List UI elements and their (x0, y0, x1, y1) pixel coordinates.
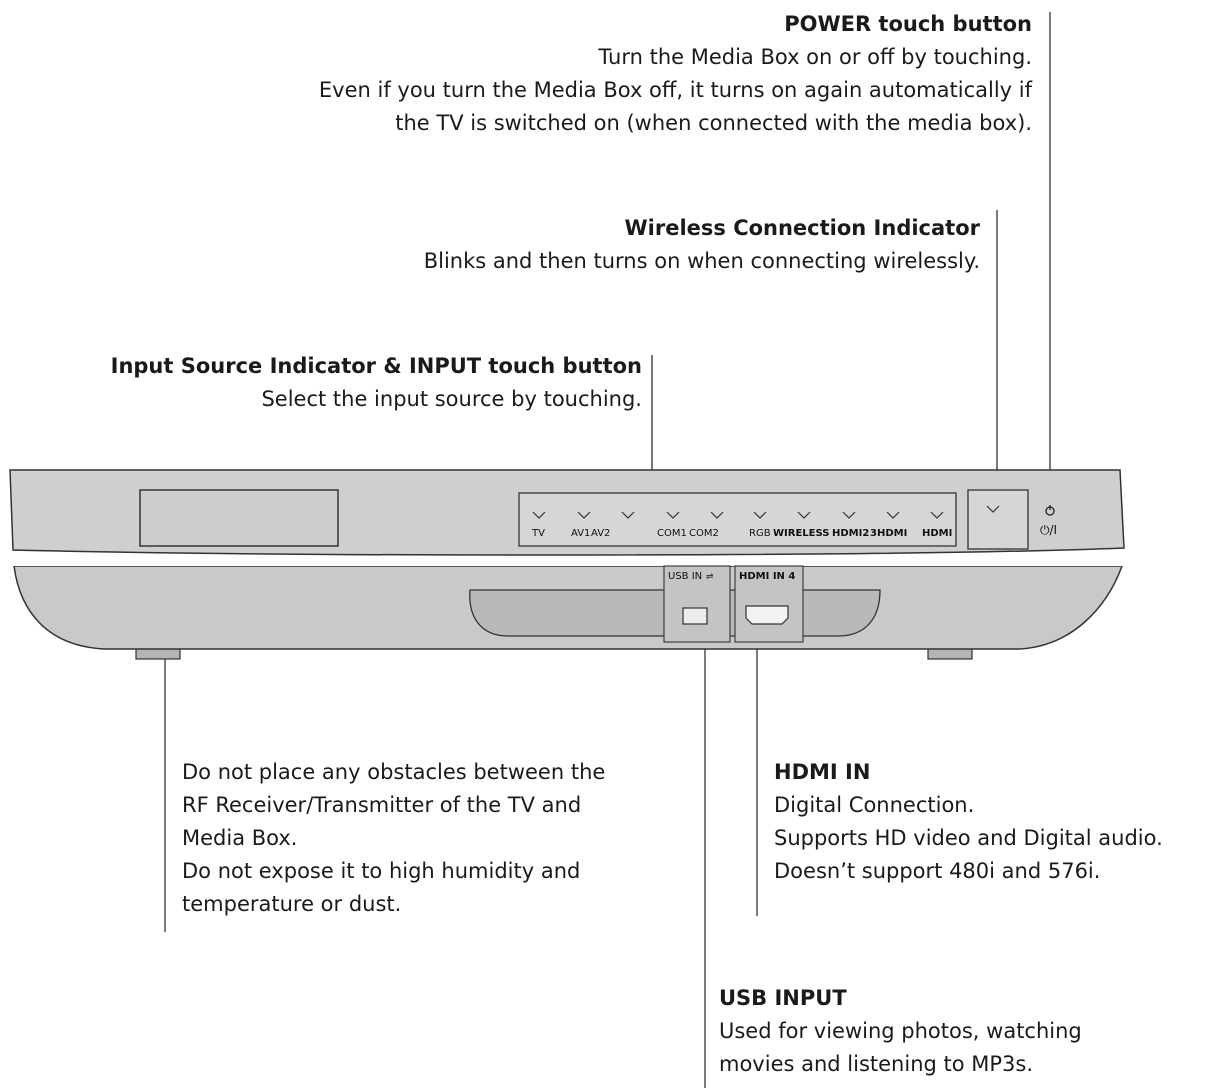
indicator-label-av2: AV2 (591, 528, 610, 539)
hdmi-title: HDMI IN (774, 760, 871, 784)
indicator-chevron (621, 511, 635, 519)
wireless-desc-1: Blinks and then turns on when connecting… (423, 249, 980, 273)
indicator-label-com1: COM1 (657, 528, 687, 539)
indicator-label-hdmi3: 3HDMI (870, 528, 907, 539)
indicator-chevron (532, 511, 546, 519)
input-indicator-panel (518, 492, 957, 547)
wireless-indicator-chevron (986, 505, 1000, 513)
usb-callout: USB INPUT Used for viewing photos, watch… (719, 982, 1199, 1081)
rf-callout: Do not place any obstacles between the R… (182, 756, 652, 921)
indicator-chevron (930, 511, 944, 519)
power-desc-2: Even if you turn the Media Box off, it t… (318, 78, 1032, 102)
indicator-label-tv: TV (531, 528, 545, 539)
rf-desc-1: Do not place any obstacles between the (182, 760, 606, 784)
indicator-chevron (797, 511, 811, 519)
indicator-label-rgb: RGB (749, 528, 771, 539)
indicator-chevron (886, 511, 900, 519)
power-label: ⏻/I (1040, 523, 1057, 537)
rf-desc-4: Do not expose it to high humidity and (182, 859, 581, 883)
wireless-callout: Wireless Connection Indicator Blinks and… (360, 212, 980, 278)
rf-desc-5: temperature or dust. (182, 892, 402, 916)
usb-desc-1: Used for viewing photos, watching (719, 1019, 1082, 1043)
usb-port-label: USB IN (668, 571, 702, 582)
indicator-label-hdmi: HDMI (922, 528, 952, 539)
indicator-chevron (666, 511, 680, 519)
indicator-label-hdmi2: HDMI2 (832, 528, 869, 539)
input-title: Input Source Indicator & INPUT touch but… (110, 354, 642, 378)
rf-desc-3: Media Box. (182, 826, 298, 850)
indicator-chevron (577, 511, 591, 519)
usb-port-housing (663, 565, 731, 643)
power-desc-3: the TV is switched on (when connected wi… (395, 111, 1032, 135)
indicator-chevron (842, 511, 856, 519)
power-callout: POWER touch button Turn the Media Box on… (260, 8, 1032, 140)
wireless-indicator-box (967, 489, 1029, 550)
indicator-label-wireless: WIRELESS (773, 528, 829, 539)
hdmi-port-label: HDMI IN 4 (739, 571, 795, 582)
input-callout: Input Source Indicator & INPUT touch but… (80, 350, 642, 416)
hdmi-desc-3: Doesn’t support 480i and 576i. (774, 859, 1101, 883)
display-window (139, 489, 339, 547)
power-touch-button[interactable]: ⏻/I (1040, 505, 1057, 537)
hdmi-callout: HDMI IN Digital Connection. Supports HD … (774, 756, 1220, 888)
input-desc-1: Select the input source by touching. (261, 387, 642, 411)
usb-port[interactable] (682, 607, 708, 625)
indicator-label-av1: AV1 (571, 528, 590, 539)
hdmi-desc-1: Digital Connection. (774, 793, 975, 817)
power-desc-1: Turn the Media Box on or off by touching… (598, 45, 1032, 69)
indicator-label-com2: COM2 (689, 528, 719, 539)
power-title: POWER touch button (784, 12, 1032, 36)
hdmi-port-housing (734, 565, 804, 643)
usb-symbol-icon: ⇌ (706, 572, 714, 582)
usb-desc-2: movies and listening to MP3s. (719, 1052, 1034, 1076)
hdmi-port[interactable] (745, 605, 789, 625)
rf-desc-2: RF Receiver/Transmitter of the TV and (182, 793, 582, 817)
wireless-title: Wireless Connection Indicator (624, 216, 980, 240)
usb-title: USB INPUT (719, 986, 847, 1010)
indicator-chevron (753, 511, 767, 519)
indicator-chevron (710, 511, 724, 519)
hdmi-desc-2: Supports HD video and Digital audio. (774, 826, 1163, 850)
